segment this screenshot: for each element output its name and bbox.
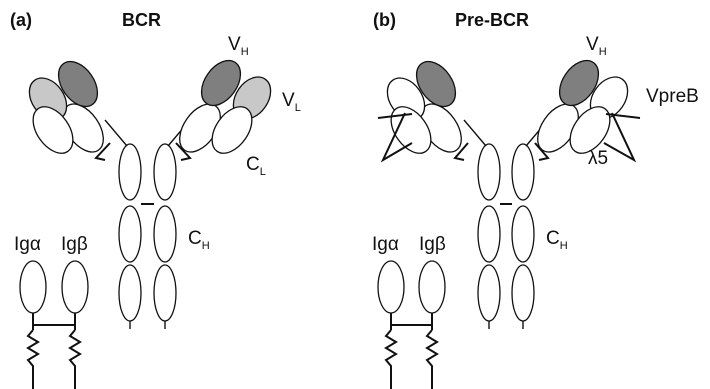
iga-label: Igα xyxy=(14,234,41,255)
fab-arm-left xyxy=(22,54,127,160)
ch-domain xyxy=(478,265,500,321)
ch-domain xyxy=(478,206,500,262)
ch-domain xyxy=(154,206,176,262)
igb-label: Igβ xyxy=(419,234,446,255)
igb-domain xyxy=(419,261,445,313)
lambda5-label: λ5 xyxy=(588,148,608,169)
ch-domain xyxy=(119,206,141,262)
heavy-chain-left xyxy=(478,144,500,329)
iga-transmembrane xyxy=(386,330,396,389)
hinge-line xyxy=(464,120,486,146)
fab-arm-right xyxy=(168,53,278,160)
fab-arm-right xyxy=(526,53,640,160)
ch-domain xyxy=(154,144,176,200)
panel-b-title: Pre-BCR xyxy=(455,10,529,30)
vpreb-label: VpreB xyxy=(646,86,699,107)
igb-transmembrane xyxy=(70,330,80,389)
ch-domain xyxy=(119,265,141,321)
ch-domain xyxy=(478,144,500,200)
iga-label: Igα xyxy=(372,234,399,255)
ch-domain xyxy=(512,206,534,262)
iga-domain xyxy=(378,261,404,313)
ch-label: CH xyxy=(546,228,568,252)
panel-b-tag: (b) xyxy=(373,10,396,30)
ch-domain xyxy=(154,265,176,321)
heavy-chain-left xyxy=(119,144,141,329)
ch-label: CH xyxy=(188,228,210,252)
ch-domain xyxy=(512,265,534,321)
iga-domain xyxy=(20,261,46,313)
panel-a-title: BCR xyxy=(122,10,161,30)
ch-domain xyxy=(119,144,141,200)
fab-arm-left xyxy=(378,54,486,160)
hinge-line xyxy=(105,120,127,146)
panel-a: (a) BCR xyxy=(10,10,301,389)
iga-transmembrane xyxy=(28,330,38,389)
panel-b: (b) Pre-BCR xyxy=(372,10,699,389)
igb-label: Igβ xyxy=(61,234,88,255)
heavy-chain-right xyxy=(512,144,534,329)
vl-label: VL xyxy=(282,90,301,114)
ch-domain xyxy=(512,144,534,200)
panel-a-tag: (a) xyxy=(10,10,32,30)
vh-label: VH xyxy=(228,34,249,58)
vh-label: VH xyxy=(586,34,607,58)
cl-label: CL xyxy=(246,154,266,178)
igb-transmembrane xyxy=(427,330,437,389)
heavy-chain-right xyxy=(154,144,176,329)
igb-domain xyxy=(62,261,88,313)
